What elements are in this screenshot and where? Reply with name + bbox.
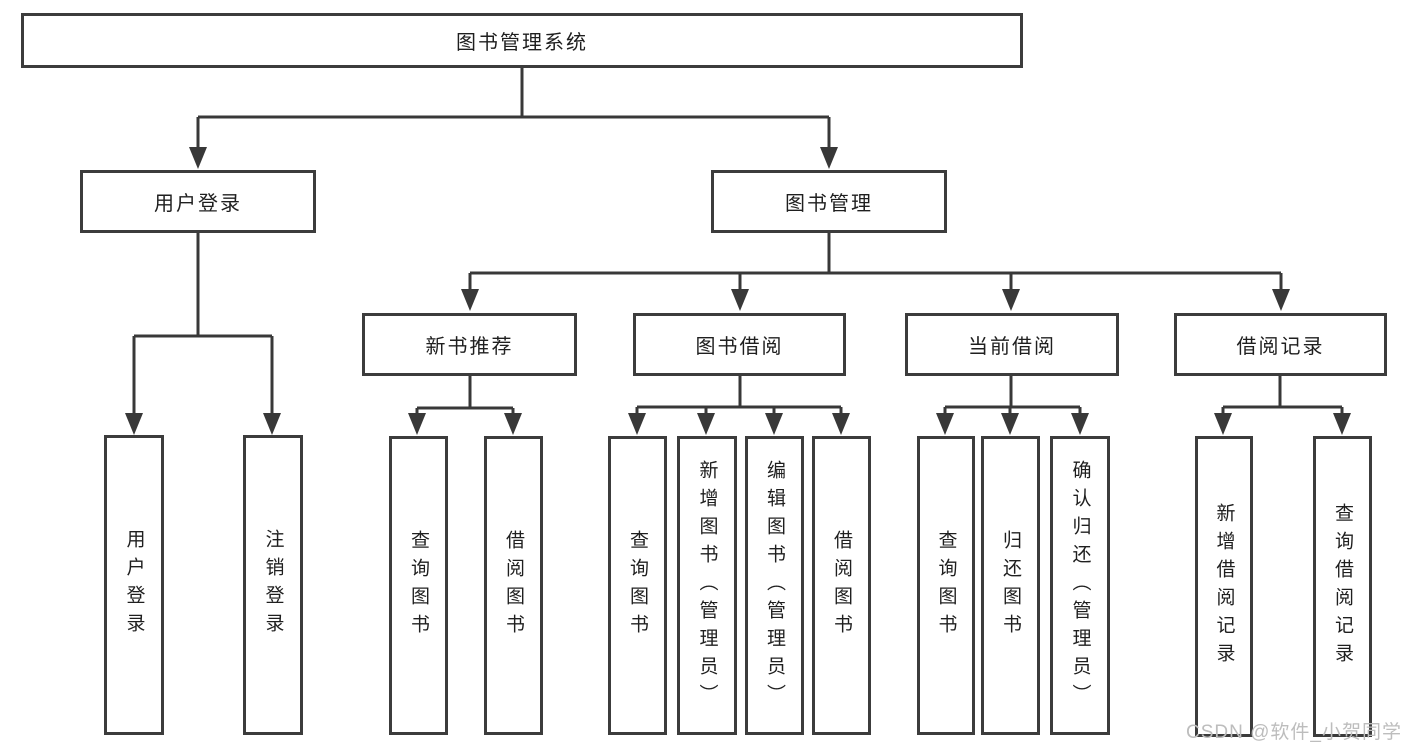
node-label: 归还图书 [1000, 529, 1021, 642]
leaf-bb-edit-books-admin: 编辑图书（管理员） [745, 436, 804, 735]
node-label: 编辑图书（管理员） [764, 459, 785, 712]
node-label: 借阅图书 [831, 529, 852, 642]
leaf-cb-return-books: 归还图书 [981, 436, 1040, 735]
node-label: 用户登录 [123, 529, 145, 641]
leaf-bb-borrow-books: 借阅图书 [812, 436, 871, 735]
node-current-borrow: 当前借阅 [905, 313, 1119, 376]
edge-borrow-records-to-leaves [1214, 376, 1351, 435]
node-label: 借阅记录 [1236, 336, 1325, 358]
node-library-system: 图书管理系统 [21, 13, 1023, 68]
leaf-nr-query-books: 查询图书 [389, 436, 448, 735]
node-label: 借阅图书 [503, 529, 524, 642]
leaf-bb-query-books: 查询图书 [608, 436, 667, 735]
node-label: 确认归还（管理员） [1069, 459, 1091, 712]
leaf-bb-add-books-admin: 新增图书（管理员） [677, 436, 737, 735]
leaf-br-query-record: 查询借阅记录 [1313, 436, 1372, 737]
node-label: 当前借阅 [968, 336, 1056, 358]
node-label: 新增借阅记录 [1213, 502, 1235, 671]
node-label: 查询图书 [408, 529, 429, 642]
leaf-logout: 注销登录 [243, 435, 303, 735]
node-book-management: 图书管理 [711, 170, 947, 233]
node-label: 用户登录 [154, 193, 242, 215]
node-book-borrow: 图书借阅 [633, 313, 846, 376]
edge-user-login-to-leaves [125, 233, 281, 435]
edge-book-borrow-to-leaves [628, 376, 850, 435]
node-label: 查询图书 [627, 529, 648, 642]
leaf-cb-query-books: 查询图书 [917, 436, 975, 735]
edge-current-borrow-to-leaves [936, 376, 1089, 435]
node-label: 图书借阅 [695, 336, 784, 358]
node-label: 查询图书 [935, 529, 957, 642]
edge-new-book-rec-to-leaves [408, 376, 522, 435]
csdn-watermark: CSDN @软件_小贺同学 [1186, 722, 1402, 743]
leaf-br-add-record: 新增借阅记录 [1195, 436, 1253, 737]
node-user-login: 用户登录 [80, 170, 316, 233]
node-label: 图书管理系统 [456, 32, 588, 54]
leaf-user-login: 用户登录 [104, 435, 164, 735]
node-label: 查询借阅记录 [1332, 502, 1353, 671]
leaf-cb-confirm-return-admin: 确认归还（管理员） [1050, 436, 1110, 735]
node-label: 图书管理 [785, 193, 873, 215]
node-label: 注销登录 [262, 529, 284, 641]
node-new-book-recommend: 新书推荐 [362, 313, 577, 376]
edge-book-mgmt-to-level3 [461, 233, 1290, 311]
leaf-nr-borrow-books: 借阅图书 [484, 436, 543, 735]
node-label: 新增图书（管理员） [696, 459, 718, 712]
node-label: 新书推荐 [425, 336, 514, 358]
node-borrow-records: 借阅记录 [1174, 313, 1387, 376]
edge-root-to-level2 [189, 68, 838, 169]
